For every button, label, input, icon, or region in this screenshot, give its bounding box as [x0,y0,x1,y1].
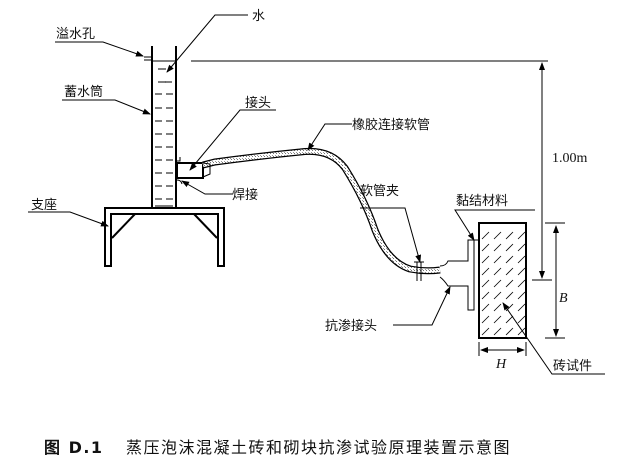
label-weld: 焊接 [232,187,258,203]
hatch-mark [493,231,502,240]
hatch-mark [505,231,514,240]
hatch-mark [505,243,514,252]
dimension-head [191,60,552,281]
hatch-mark [505,255,514,264]
water-dashes [155,68,173,207]
dimension-b-label: B [559,291,568,306]
hatch-mark [493,327,502,336]
hatch-mark [505,279,514,288]
hatch-mark [481,255,490,264]
label-seepage-joint: 抗渗接头 [325,318,377,334]
label-brick-specimen: 砖试件 [553,359,592,374]
hatch-mark [505,327,514,336]
label-rubber-hose: 橡胶连接软管 [352,117,430,133]
hatch-mark [517,267,526,276]
hatch-mark [481,231,490,240]
hatch-mark [481,267,490,276]
hatch-mark [481,315,490,324]
caption-title: 蒸压泡沫混凝土砖和砌块抗渗试验原理装置示意图 [126,438,511,457]
hatch-mark [481,243,490,252]
label-joint: 接头 [245,95,271,111]
hatch-mark [505,267,514,276]
label-support: 支座 [31,198,57,213]
label-water: 水 [252,9,265,24]
label-hose-clamp: 软管夹 [360,184,399,199]
hatch-mark [517,243,526,252]
hatch-mark [493,279,502,288]
support-stand [104,207,225,267]
label-bonding-material: 黏结材料 [456,193,508,209]
hatch-mark [505,291,514,300]
hatch-mark [493,267,502,276]
label-reservoir: 蓄水筒 [64,84,103,100]
label-overflow-hole: 溢水孔 [56,27,95,42]
hatch-mark [493,315,502,324]
reservoir-tube [144,46,177,208]
hatch-mark [493,243,502,252]
dimension-h [478,342,527,356]
hatch-mark [481,327,490,336]
seepage-joint [439,239,479,311]
hatch-mark [505,315,514,324]
dimension-h-label: H [495,357,507,372]
rubber-hose [202,147,441,275]
hatch-mark [481,303,490,312]
leader-lines [28,14,605,375]
hatch-mark [481,279,490,288]
hatch-mark [517,303,526,312]
hatch-mark [493,303,502,312]
hatch-mark [481,291,490,300]
hatch-mark [517,327,526,336]
dimension-b [545,222,565,339]
hatch-mark [493,291,502,300]
hatch-mark [493,255,502,264]
hatch-mark [517,279,526,288]
hatch-mark [517,255,526,264]
tube-joint [176,157,204,185]
dimension-head-label: 1.00m [552,151,588,166]
hatch-mark [517,291,526,300]
hatch-mark [517,315,526,324]
caption-number: 图 D.1 [44,438,104,457]
brick-specimen [478,222,527,339]
hatch-mark [517,231,526,240]
